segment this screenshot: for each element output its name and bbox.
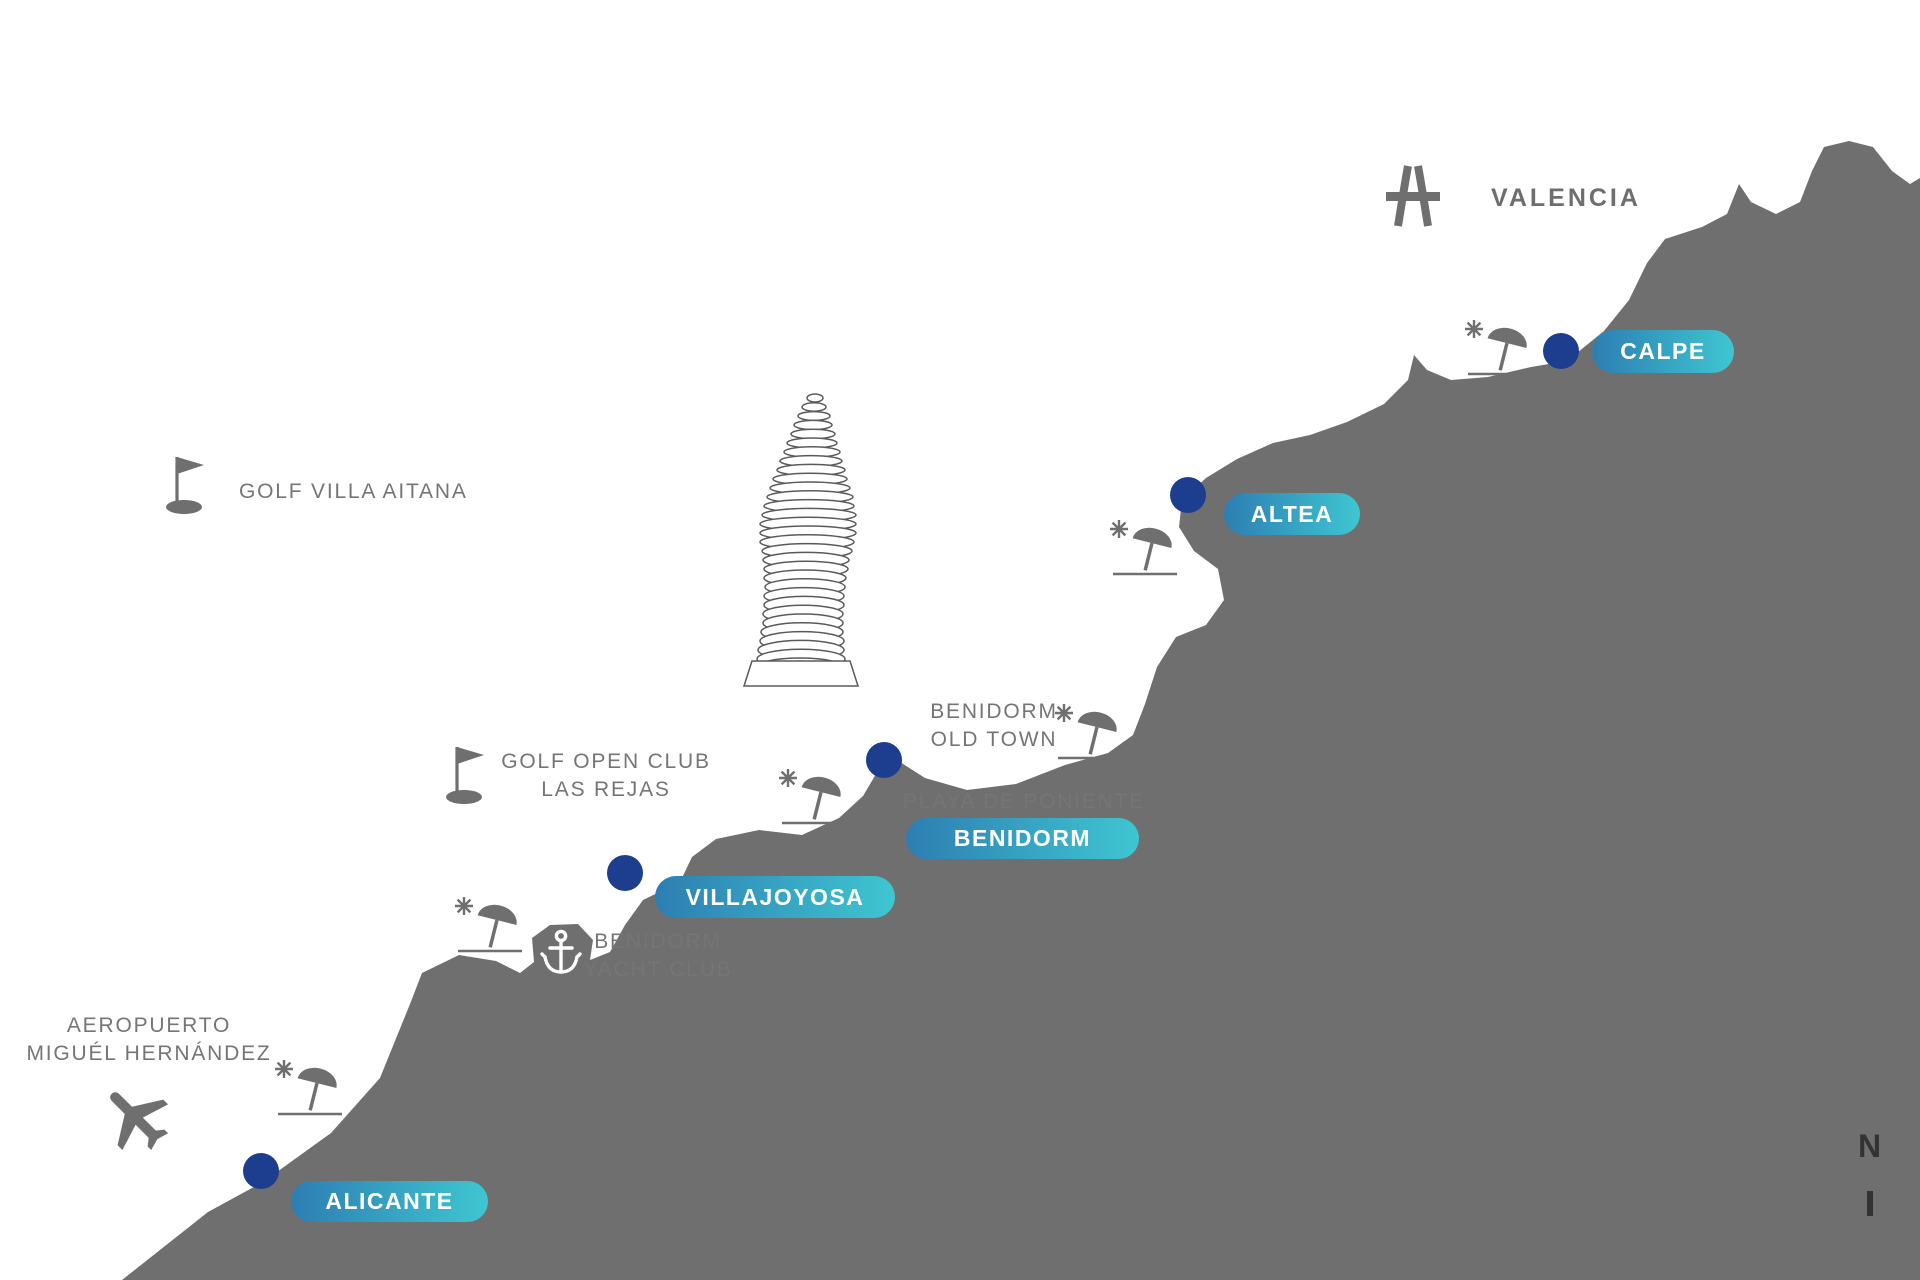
yacht-club-line1: BENIDORM (594, 930, 722, 953)
airport-label: AEROPUERTO MIGUÉL HERNÁNDEZ (26, 1012, 271, 1068)
golf-flag-icon-villa-aitana (164, 455, 206, 516)
city-pill-benidorm[interactable]: BENIDORM (906, 818, 1139, 859)
benidorm-old-town-line2: OLD TOWN (930, 728, 1058, 751)
beach-umbrella-icon-altea (1109, 518, 1179, 577)
city-marker-villajoyosa[interactable] (607, 855, 643, 891)
beach-umbrella-icon-villajoyosa (454, 895, 524, 954)
golf-villa-aitana-label: GOLF VILLA AITANA (239, 480, 468, 503)
airplane-icon (110, 1092, 169, 1151)
yacht-club-label: BENIDORM YACHT CLUB (583, 928, 732, 984)
city-marker-benidorm[interactable] (866, 742, 902, 778)
benidorm-old-town-label: BENIDORM OLD TOWN (930, 698, 1058, 754)
golf-flag-icon-las-rejas (444, 745, 486, 806)
city-pill-altea[interactable]: ALTEA (1224, 493, 1360, 535)
playa-de-poniente-label: PLAYA DE PONIENTE (902, 790, 1146, 813)
anchor-icon (540, 929, 582, 974)
beach-umbrella-icon-poniente (778, 767, 848, 826)
city-pill-alicante[interactable]: ALICANTE (291, 1181, 488, 1222)
benidorm-tower-illustration (742, 393, 860, 687)
beach-umbrella-icon-calpe (1464, 318, 1534, 377)
airport-line1: AEROPUERTO (66, 1014, 232, 1037)
benidorm-old-town-line1: BENIDORM (930, 700, 1058, 723)
golf-open-club-line2: LAS REJAS (541, 778, 671, 801)
highway-icon (1386, 165, 1440, 227)
airport-line2: MIGUÉL HERNÁNDEZ (26, 1042, 272, 1065)
golf-open-club-label: GOLF OPEN CLUB LAS REJAS (501, 748, 711, 804)
compass-north-label: N (1857, 1128, 1883, 1164)
yacht-club-line2: YACHT CLUB (583, 958, 733, 981)
beach-umbrella-icon-alicante (274, 1058, 344, 1117)
city-pill-calpe[interactable]: CALPE (1592, 330, 1734, 373)
city-marker-alicante[interactable] (243, 1153, 279, 1189)
valencia-label: VALENCIA (1491, 184, 1641, 212)
city-pill-villajoyosa[interactable]: VILLAJOYOSA (655, 876, 895, 918)
city-marker-calpe[interactable] (1543, 333, 1579, 369)
landmass (122, 141, 1920, 1280)
compass-icon (1842, 1188, 1898, 1244)
city-marker-altea[interactable] (1170, 477, 1206, 513)
golf-open-club-line1: GOLF OPEN CLUB (501, 750, 711, 773)
